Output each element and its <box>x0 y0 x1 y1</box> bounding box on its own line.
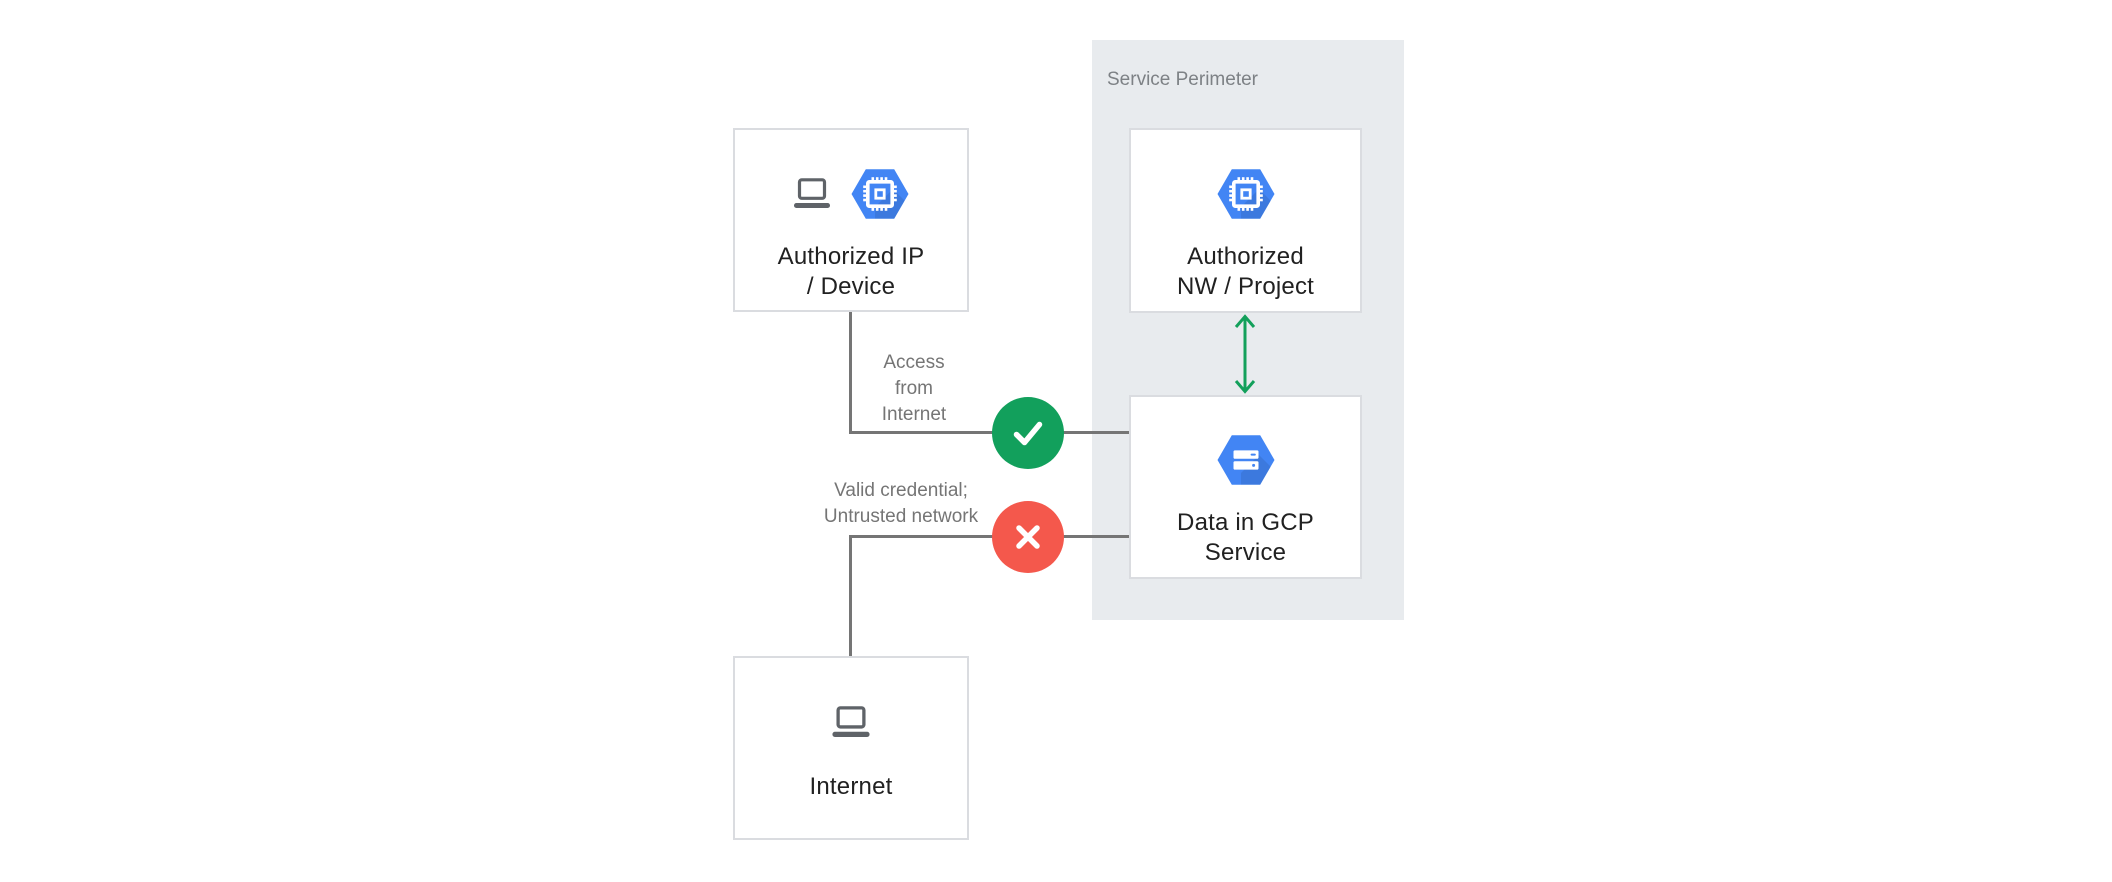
icon-row <box>1216 164 1276 224</box>
service-perimeter-title: Service Perimeter <box>1107 69 1258 90</box>
node-authorized-ip-device: Authorized IP / Device <box>733 128 969 312</box>
node-label: Internet <box>809 773 893 800</box>
node-label: Authorized IP / Device <box>777 243 925 300</box>
edge-access-horizontal-line <box>849 431 1129 434</box>
edge-untrusted-vertical-line <box>849 535 852 656</box>
compute-engine-hexagon-icon <box>1216 164 1276 224</box>
cloud-storage-hexagon-icon <box>1216 430 1276 490</box>
edge-untrusted-horizontal-line <box>849 535 1129 538</box>
node-data-in-gcp-service: Data in GCP Service <box>1129 395 1362 579</box>
laptop-icon <box>830 705 872 739</box>
denied-status-badge <box>992 501 1064 573</box>
icon-row <box>792 164 910 224</box>
compute-engine-hexagon-icon <box>850 164 910 224</box>
edge-untrusted-label: Valid credential; Untrusted network <box>823 480 979 527</box>
node-authorized-nw-project: Authorized NW / Project <box>1129 128 1362 313</box>
node-label: Data in GCP Service <box>1177 509 1314 566</box>
edge-access-vertical-line <box>849 312 852 433</box>
check-icon <box>1013 421 1043 446</box>
x-icon <box>1016 525 1040 549</box>
allowed-status-badge <box>992 397 1064 469</box>
edge-access-label: Access from Internet <box>881 352 947 425</box>
node-internet: Internet <box>733 656 969 840</box>
node-label: Authorized NW / Project <box>1176 243 1315 300</box>
icon-row <box>1216 430 1276 490</box>
bidirectional-arrow-icon <box>1234 314 1256 394</box>
laptop-icon <box>792 178 832 210</box>
icon-row <box>830 705 872 739</box>
